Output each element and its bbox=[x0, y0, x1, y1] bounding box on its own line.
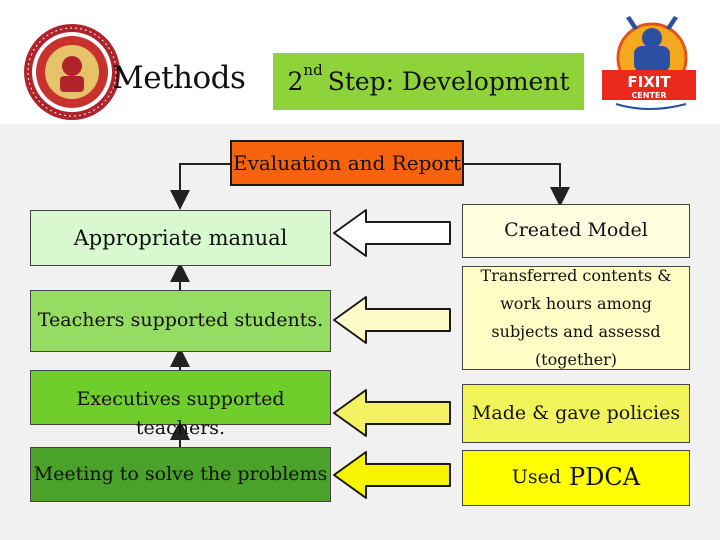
pdca-label: PDCA bbox=[569, 463, 641, 492]
connector-eval-to-left bbox=[170, 163, 230, 210]
block-arrow-4 bbox=[333, 451, 451, 499]
fixit-center-logo: FIXIT CENTER bbox=[594, 8, 704, 116]
office-seal-logo bbox=[22, 22, 122, 122]
executives-supported-box: Executives supported teachers. bbox=[30, 370, 331, 439]
connector-eval-to-right bbox=[464, 163, 570, 207]
pdca-prefix: Used bbox=[511, 466, 562, 489]
step-number: 2 bbox=[287, 67, 304, 96]
transferred-contents-box: Transferred contents & work hours among … bbox=[462, 266, 690, 370]
policies-box: Made & gave policies bbox=[462, 384, 690, 443]
step-ordinal-suffix: nd bbox=[303, 60, 323, 79]
block-arrow-1 bbox=[333, 209, 451, 257]
pdca-box: Used PDCA bbox=[462, 450, 690, 506]
fixit-logo-subtext: CENTER bbox=[631, 91, 666, 100]
created-model-box: Created Model bbox=[462, 204, 690, 258]
appropriate-manual-box: Appropriate manual bbox=[30, 210, 331, 266]
teachers-supported-box: Teachers supported students. bbox=[30, 290, 331, 352]
evaluation-report-box: Evaluation and Report bbox=[230, 140, 464, 186]
step-label: Step: Development bbox=[327, 67, 570, 96]
meeting-problems-box: Meeting to solve the problems bbox=[30, 447, 331, 502]
block-arrow-3 bbox=[333, 389, 451, 437]
methods-title: Methods bbox=[112, 60, 246, 96]
transferred-contents-text: Transferred contents & work hours among … bbox=[480, 266, 672, 369]
fixit-logo-text: FIXIT bbox=[627, 73, 671, 91]
block-arrow-2 bbox=[333, 296, 451, 344]
